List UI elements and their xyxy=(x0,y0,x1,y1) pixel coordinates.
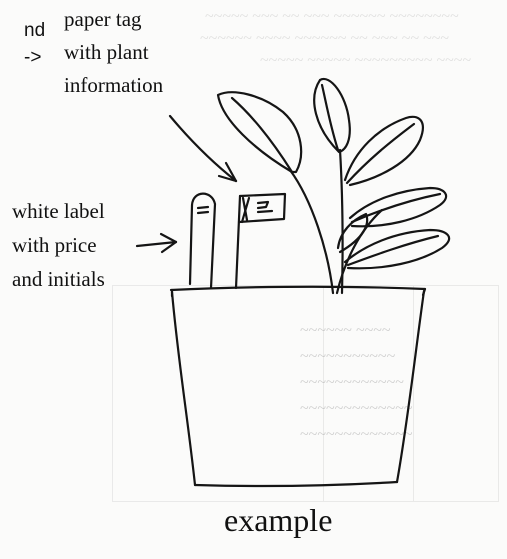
arrow-to-paper-tag xyxy=(170,116,236,181)
plant-leaf xyxy=(314,79,350,152)
white-label-stick xyxy=(190,194,215,288)
pot-body xyxy=(172,291,424,486)
arrow-to-white-label xyxy=(137,234,176,252)
figure-caption: example xyxy=(224,500,332,540)
plant-leaf xyxy=(350,188,446,226)
plant-leaf xyxy=(345,117,423,185)
paper-tag-flag xyxy=(236,194,285,288)
plant-leaf xyxy=(218,92,301,172)
pot-rim xyxy=(171,287,425,296)
